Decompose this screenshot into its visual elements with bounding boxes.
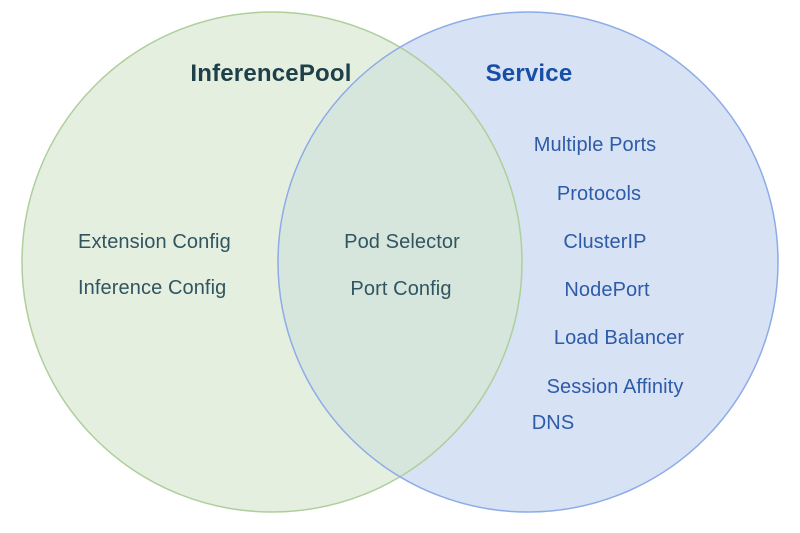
service-item: Multiple Ports [533, 134, 657, 156]
inferencepool-circle-outline [21, 11, 523, 513]
inferencepool-item: Inference Config [78, 277, 227, 299]
inferencepool-item: Extension Config [78, 231, 231, 253]
service-item: Load Balancer [553, 327, 685, 349]
service-title: Service [485, 60, 573, 87]
overlap-region [278, 12, 522, 512]
service-item: Protocols [556, 183, 642, 205]
service-item: NodePort [564, 279, 650, 301]
service-item: DNS [531, 412, 575, 434]
inferencepool-title: InferencePool [190, 60, 352, 87]
overlap-item: Pod Selector [344, 231, 460, 253]
service-circle-outline [277, 11, 779, 513]
service-item: ClusterIP [563, 231, 647, 253]
overlap-item: Port Config [350, 278, 452, 300]
service-item: Session Affinity [546, 376, 684, 398]
